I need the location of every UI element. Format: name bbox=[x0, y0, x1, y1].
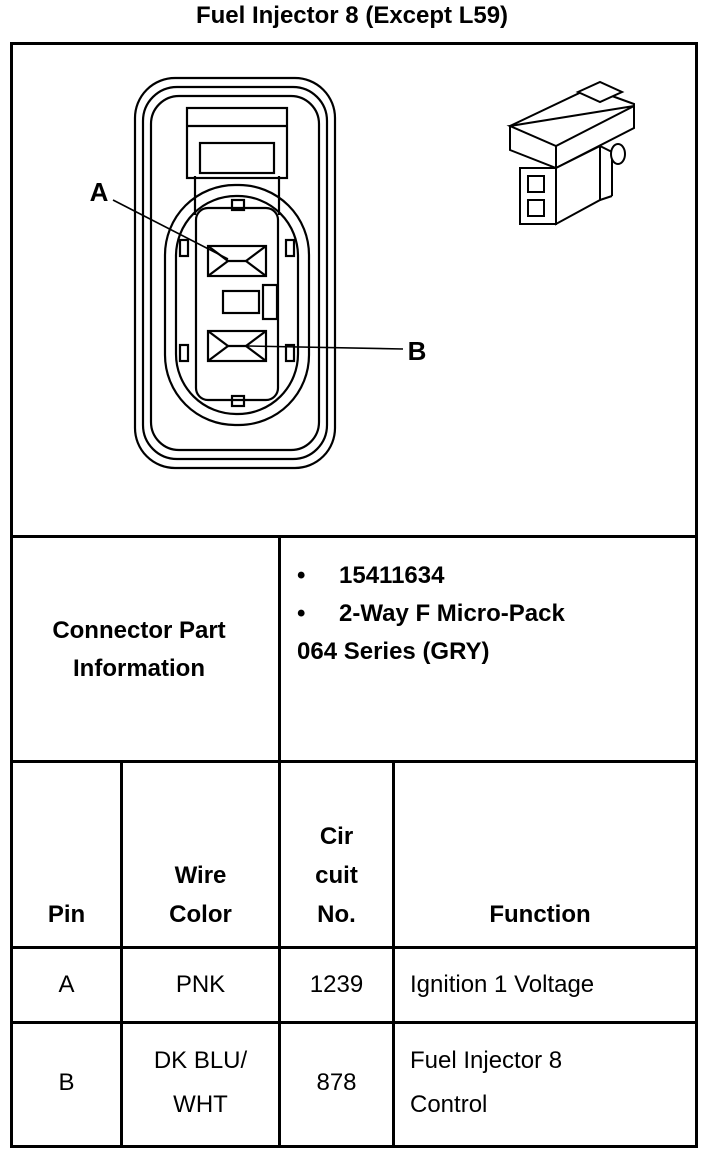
part-number: 15411634 bbox=[339, 562, 445, 589]
connector-description: 2-Way F Micro-Pack bbox=[339, 600, 565, 627]
pin-b-callout: B bbox=[407, 335, 427, 366]
divider-col-pin bbox=[120, 760, 123, 1145]
header-circuit-line2: cuit bbox=[315, 862, 358, 889]
page-title: Fuel Injector 8 (Except L59) bbox=[195, 2, 509, 29]
divider-diagram-info bbox=[10, 535, 698, 538]
connector-series: 064 Series (GRY) bbox=[297, 638, 490, 665]
divider-col-circuit bbox=[392, 760, 395, 1145]
row-b-function: Fuel Injector 8 Control bbox=[410, 1024, 690, 1142]
row-b-circuit: 878 bbox=[316, 1069, 357, 1096]
header-wire-line1: Wire bbox=[174, 862, 227, 889]
row-a-pin: A bbox=[58, 971, 75, 998]
bullet-icon: • bbox=[297, 562, 306, 589]
bullet-icon: • bbox=[297, 600, 306, 627]
row-b-wire-line2: WHT bbox=[173, 1091, 228, 1118]
header-function: Function bbox=[489, 901, 591, 928]
header-circuit: Cir cuit No. bbox=[281, 817, 392, 934]
header-wire-line2: Color bbox=[169, 901, 232, 928]
connector-face-diagram bbox=[112, 76, 635, 470]
row-b-function-line2: Control bbox=[410, 1091, 488, 1118]
row-b-wire-line1: DK BLU/ bbox=[153, 1047, 248, 1074]
header-circuit-line3: No. bbox=[317, 901, 356, 928]
row-b-wire-color: DK BLU/ WHT bbox=[123, 1024, 278, 1142]
row-a-circuit: 1239 bbox=[309, 971, 364, 998]
divider-info-columns bbox=[278, 535, 281, 763]
row-b-function-line1: Fuel Injector 8 bbox=[410, 1047, 563, 1074]
connector-info-details: • 15411634 • 2-Way F Micro-Pack 064 Series… bbox=[297, 557, 565, 671]
connector-info-label: Connector Part Information bbox=[52, 617, 226, 682]
connector-frame bbox=[10, 42, 698, 1148]
part-number-line: • 15411634 bbox=[297, 557, 565, 595]
pin-a-callout: A bbox=[89, 176, 109, 207]
header-wire-color: Wire Color bbox=[123, 856, 278, 934]
description-line: • 2-Way F Micro-Pack bbox=[297, 595, 565, 633]
divider-header-rows bbox=[10, 946, 698, 949]
divider-info-table bbox=[10, 760, 698, 763]
row-a-function: Ignition 1 Voltage bbox=[410, 971, 595, 998]
header-circuit-line1: Cir bbox=[319, 823, 354, 850]
divider-row-a-b bbox=[10, 1021, 698, 1024]
header-pin: Pin bbox=[47, 901, 86, 928]
row-b-pin: B bbox=[58, 1069, 75, 1096]
row-a-wire-color: PNK bbox=[175, 971, 226, 998]
divider-col-wire bbox=[278, 760, 281, 1145]
